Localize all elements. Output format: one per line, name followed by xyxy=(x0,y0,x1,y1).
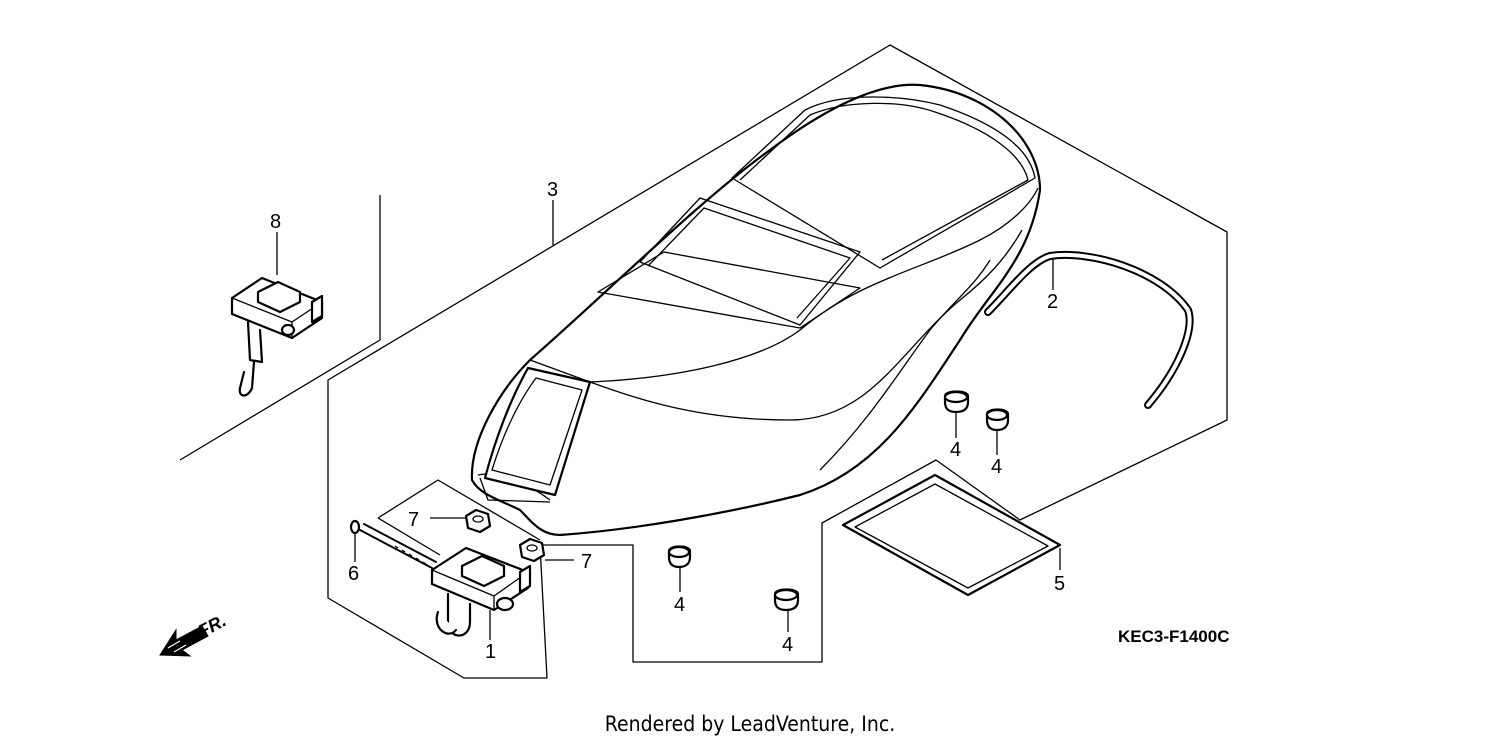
pouch-part-5[interactable] xyxy=(841,473,1062,597)
nut-part-7-b[interactable] xyxy=(518,537,546,563)
hinge-bracket-part-8[interactable] xyxy=(230,276,324,397)
callout-4-b: 4 xyxy=(991,456,1002,478)
callout-7-b: 7 xyxy=(581,551,592,573)
callout-2: 2 xyxy=(1047,291,1058,313)
nut-part-7-a[interactable] xyxy=(464,508,492,534)
callout-1: 1 xyxy=(485,641,496,663)
diagram-code: KEC3-F1400C xyxy=(1118,627,1230,646)
front-arrow-icon xyxy=(159,625,209,657)
cushion-part-4-d[interactable] xyxy=(773,588,800,612)
callout-5: 5 xyxy=(1054,573,1065,595)
callout-6: 6 xyxy=(348,563,359,585)
seat-hinge-part-1[interactable] xyxy=(430,546,532,637)
leader-lines xyxy=(276,200,1061,640)
callout-7-a: 7 xyxy=(408,509,419,531)
cushion-part-4-a[interactable] xyxy=(943,390,970,414)
separator-line xyxy=(179,195,381,461)
trim-strip-part-2[interactable] xyxy=(984,251,1194,409)
callout-4-a: 4 xyxy=(950,439,961,461)
callout-3: 3 xyxy=(547,179,558,201)
cushion-part-4-b[interactable] xyxy=(985,408,1010,432)
assembly-boundary xyxy=(327,44,1228,679)
bolt-part-6[interactable] xyxy=(349,519,437,569)
footer-credit: Rendered by LeadVenture, Inc. xyxy=(604,712,896,736)
callout-4-c: 4 xyxy=(674,594,685,616)
callout-8: 8 xyxy=(270,211,281,233)
callout-4-d: 4 xyxy=(782,634,793,656)
nut-bracket-line xyxy=(377,479,541,556)
cushion-part-4-c[interactable] xyxy=(667,545,692,569)
seat-part-3[interactable] xyxy=(470,83,1042,537)
